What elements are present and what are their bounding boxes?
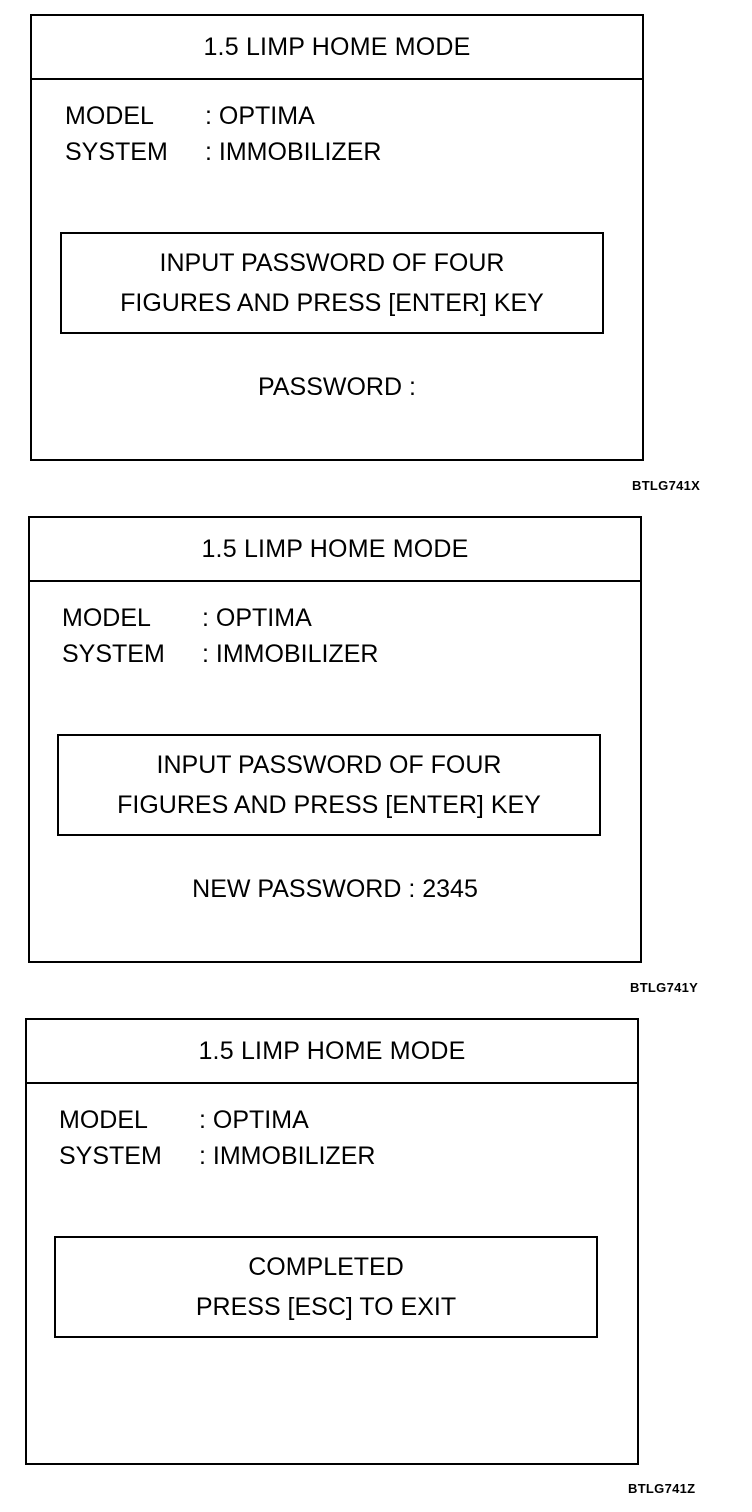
vehicle-info: MODEL : OPTIMA SYSTEM : IMMOBILIZER [65, 98, 381, 170]
model-value: OPTIMA [215, 604, 312, 632]
system-label: SYSTEM [62, 640, 165, 668]
limp-home-screen-password: 1.5 LIMP HOME MODE MODEL : OPTIMA SYSTEM… [30, 14, 644, 461]
separator: : [199, 1106, 206, 1134]
vehicle-info: MODEL : OPTIMA SYSTEM : IMMOBILIZER [62, 600, 378, 672]
model-row: MODEL : OPTIMA [65, 98, 381, 134]
figure-code: BTLG741Z [628, 1481, 696, 1496]
completion-line-1: COMPLETED [248, 1253, 404, 1281]
instruction-line-1: INPUT PASSWORD OF FOUR [159, 249, 505, 277]
vehicle-info: MODEL : OPTIMA SYSTEM : IMMOBILIZER [59, 1102, 375, 1174]
system-value: IMMOBILIZER [212, 1142, 376, 1170]
instruction-box: INPUT PASSWORD OF FOUR FIGURES AND PRESS… [60, 232, 604, 334]
password-prompt: PASSWORD : [258, 373, 416, 401]
model-value: OPTIMA [212, 1106, 309, 1134]
system-row: SYSTEM : IMMOBILIZER [59, 1138, 375, 1174]
new-password-prompt: NEW PASSWORD : 2345 [192, 875, 478, 903]
instruction-line-2: FIGURES AND PRESS [ENTER] KEY [120, 289, 544, 317]
system-label: SYSTEM [59, 1142, 162, 1170]
system-label: SYSTEM [65, 138, 168, 166]
model-label: MODEL [62, 604, 151, 632]
instruction-box: INPUT PASSWORD OF FOUR FIGURES AND PRESS… [57, 734, 601, 836]
system-value: IMMOBILIZER [218, 138, 382, 166]
screen-title: 1.5 LIMP HOME MODE [32, 16, 642, 80]
figure-code: BTLG741X [632, 478, 701, 493]
completion-line-2: PRESS [ESC] TO EXIT [195, 1293, 457, 1321]
system-value: IMMOBILIZER [215, 640, 379, 668]
system-row: SYSTEM : IMMOBILIZER [65, 134, 381, 170]
model-value: OPTIMA [218, 102, 315, 130]
limp-home-screen-completed: 1.5 LIMP HOME MODE MODEL : OPTIMA SYSTEM… [25, 1018, 639, 1465]
model-label: MODEL [59, 1106, 148, 1134]
model-row: MODEL : OPTIMA [62, 600, 378, 636]
screen-title: 1.5 LIMP HOME MODE [27, 1020, 637, 1084]
instruction-line-2: FIGURES AND PRESS [ENTER] KEY [117, 791, 541, 819]
figure-code: BTLG741Y [630, 980, 699, 995]
model-row: MODEL : OPTIMA [59, 1102, 375, 1138]
separator: : [202, 604, 209, 632]
separator: : [205, 138, 212, 166]
separator: : [199, 1142, 206, 1170]
separator: : [202, 640, 209, 668]
system-row: SYSTEM : IMMOBILIZER [62, 636, 378, 672]
instruction-line-1: INPUT PASSWORD OF FOUR [156, 751, 502, 779]
screen-title: 1.5 LIMP HOME MODE [30, 518, 640, 582]
separator: : [205, 102, 212, 130]
model-label: MODEL [65, 102, 154, 130]
completion-box: COMPLETED PRESS [ESC] TO EXIT [54, 1236, 598, 1338]
limp-home-screen-new-password: 1.5 LIMP HOME MODE MODEL : OPTIMA SYSTEM… [28, 516, 642, 963]
